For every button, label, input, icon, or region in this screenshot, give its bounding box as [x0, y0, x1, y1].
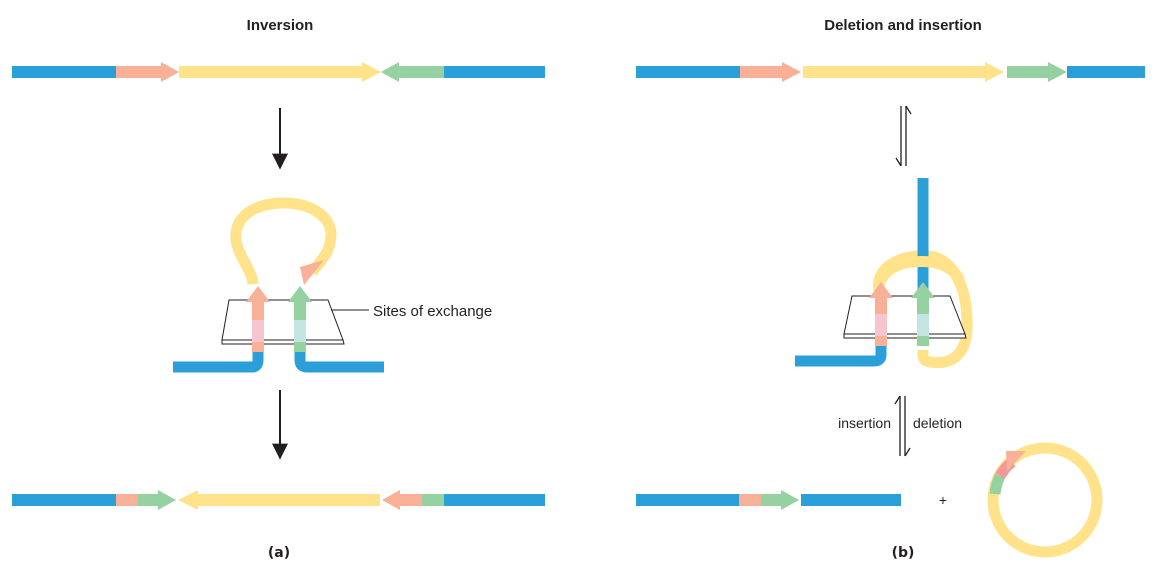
site-salmon-half — [739, 494, 761, 506]
site-arrow-salmon — [740, 62, 801, 82]
insert-arrow-yellow — [803, 62, 1004, 82]
site-right-teal — [294, 320, 306, 342]
yellow-loop — [230, 197, 337, 285]
dna-top-deletion — [636, 62, 1145, 82]
dna-top-inversion — [12, 62, 545, 82]
dna-blue-right — [1067, 66, 1145, 78]
insertion-label: insertion — [838, 415, 891, 431]
blue-strand-left — [795, 344, 887, 367]
equilibrium-arrow-top — [895, 105, 912, 167]
site-left-lower — [875, 336, 887, 346]
site-arrow-green — [381, 62, 444, 82]
exchange-plane — [221, 299, 344, 341]
site-arrow-salmon — [116, 62, 179, 82]
site-salmon-half — [116, 494, 138, 506]
dna-bottom-deletion — [636, 490, 901, 510]
site-left-lower — [252, 342, 264, 352]
exchange-plane-edge — [221, 339, 345, 345]
insert-arrow-inverted — [178, 490, 380, 510]
dna-blue-left — [12, 66, 116, 78]
synapsis-inversion: Sites of exchange — [173, 197, 492, 373]
site-left-pink — [252, 320, 264, 342]
site-right-green — [917, 298, 929, 314]
exchange-plane-edge — [843, 333, 967, 339]
equilibrium-arrow-bottom — [894, 395, 911, 457]
deletion-label: deletion — [913, 415, 962, 431]
circle-yellow — [987, 442, 1103, 558]
panel-a-label: (a) — [268, 545, 290, 561]
site-right-teal — [917, 314, 929, 336]
site-right-green — [294, 302, 306, 320]
circle-arrowhead — [1006, 451, 1026, 471]
dna-bottom-inversion — [12, 490, 545, 510]
excised-circle — [987, 442, 1103, 558]
site-arrow-green — [1007, 62, 1067, 82]
site-right-arrowhead — [911, 282, 935, 298]
sites-of-exchange-label: Sites of exchange — [373, 303, 492, 320]
dna-blue-left — [636, 66, 740, 78]
plus-sign: + — [939, 492, 947, 508]
circle-green-segment — [989, 473, 1006, 495]
site-left-salmon — [875, 298, 887, 314]
site-left-arrowhead — [246, 286, 270, 302]
dna-blue-left — [12, 494, 116, 506]
loop-arrowhead — [300, 260, 324, 285]
panel-inversion: Inversion Sites o — [12, 17, 545, 561]
site-right-arrowhead — [288, 286, 312, 302]
dna-blue-right — [444, 494, 545, 506]
site-green-arrow — [138, 490, 176, 510]
synapsis-deletion — [795, 178, 973, 369]
dna-blue-right — [801, 494, 901, 506]
dna-blue-right — [444, 66, 545, 78]
site-green-half — [422, 494, 444, 506]
site-right-lower — [294, 342, 306, 352]
site-green-arrow — [761, 490, 799, 510]
exchange-plane — [843, 295, 966, 335]
insert-arrow-yellow — [179, 62, 381, 82]
site-right-lower — [917, 336, 929, 346]
site-salmon-arrow — [382, 490, 422, 510]
site-left-salmon — [252, 302, 264, 320]
panel-a-title: Inversion — [247, 17, 314, 34]
panel-b-label: (b) — [892, 545, 915, 561]
site-left-arrowhead — [869, 282, 893, 298]
panel-deletion-insertion: Deletion and insertion — [636, 17, 1145, 561]
yellow-loop-front — [873, 256, 965, 291]
blue-strand-right — [294, 350, 384, 373]
blue-strand-left — [173, 350, 264, 373]
panel-b-title: Deletion and insertion — [824, 17, 982, 34]
site-left-pink — [875, 314, 887, 336]
dna-blue-left — [636, 494, 739, 506]
